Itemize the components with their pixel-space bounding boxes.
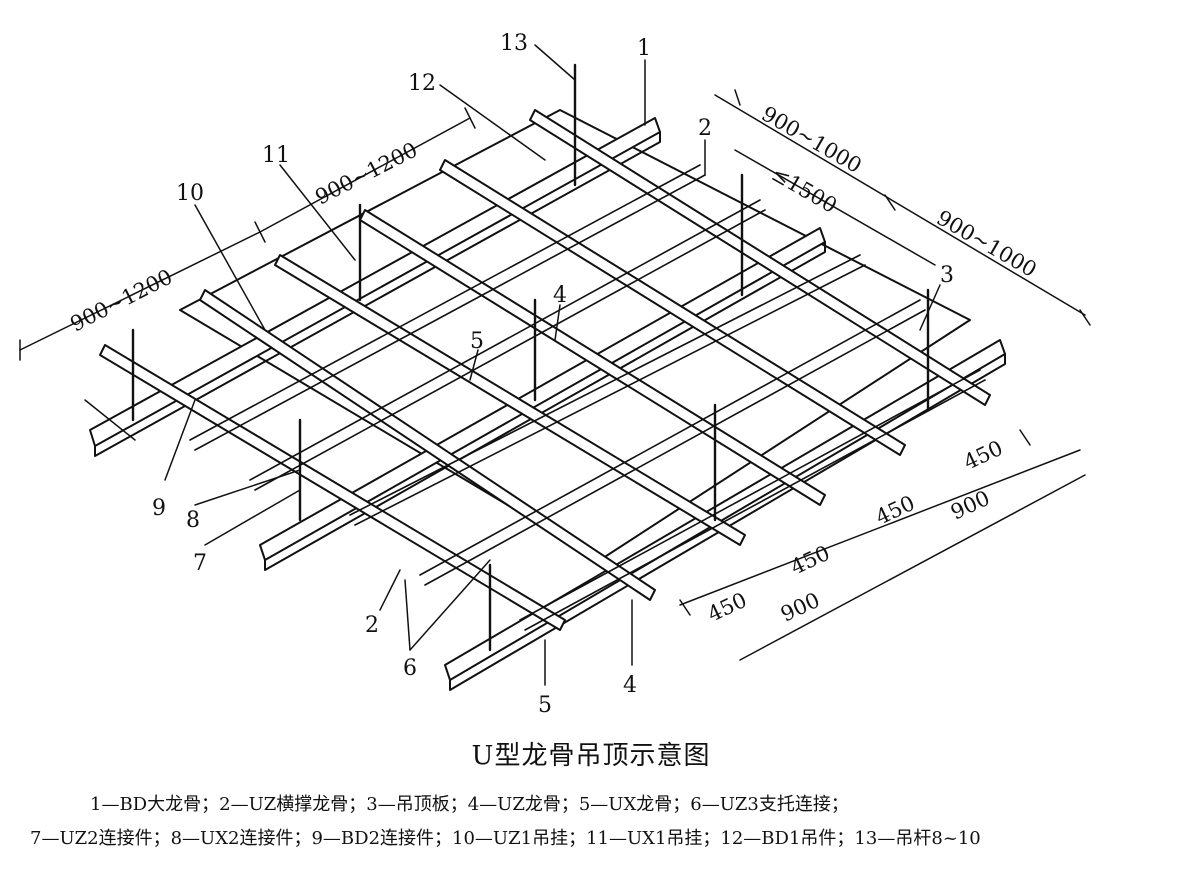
part-label-5a: 5 [470, 329, 484, 354]
hanger-rods [131, 63, 930, 652]
dim-450-c: 450 [787, 541, 833, 580]
part-label-6: 6 [403, 656, 417, 681]
part-label-1: 1 [637, 36, 651, 61]
dim-450-a: 450 [960, 436, 1006, 475]
ceiling-grid-diagram: 13 1 12 2 11 10 3 4 5 9 8 7 2 6 4 5 900~… [19, 31, 1091, 718]
dimension-lines [19, 89, 1091, 661]
diagram-title: U型龙骨吊顶示意图 [471, 741, 711, 771]
part-label-12: 12 [408, 71, 436, 96]
uz-runners [99, 109, 991, 631]
part-label-11: 11 [262, 143, 290, 168]
dim-450-b: 450 [872, 491, 918, 530]
leader-lines [84, 44, 941, 686]
part-label-5b: 5 [538, 693, 552, 718]
legend-line-1: 1—BD大龙骨；2—UZ横撑龙骨；3—吊顶板；4—UZ龙骨；5—UX龙骨；6—U… [90, 794, 849, 815]
part-label-9: 9 [152, 496, 166, 521]
part-label-4b: 4 [623, 673, 637, 698]
dim-900-1200-b: 900~1200 [66, 265, 176, 337]
part-label-8: 8 [186, 508, 200, 533]
dim-900-1000-a: 900~1000 [758, 102, 866, 178]
part-label-13: 13 [500, 31, 528, 56]
part-label-3: 3 [940, 263, 954, 288]
legend-line-2: 7—UZ2连接件；8—UX2连接件；9—BD2连接件；10—UZ1吊挂；11—U… [30, 828, 981, 849]
ux-cross-runners [189, 164, 986, 631]
dim-900-1200-a: 900~1200 [311, 138, 421, 210]
part-label-10: 10 [176, 181, 204, 206]
dim-900-a: 900 [947, 486, 993, 525]
ceiling-board [179, 109, 971, 561]
part-label-2: 2 [698, 116, 712, 141]
dim-900-b: 900 [777, 588, 823, 627]
dim-le1500: ≤1500 [768, 162, 842, 218]
part-label-2b: 2 [365, 613, 379, 638]
part-labels: 13 1 12 2 11 10 3 4 5 9 8 7 2 6 4 5 [152, 31, 954, 718]
part-label-4a: 4 [553, 283, 567, 308]
part-label-7: 7 [193, 551, 207, 576]
